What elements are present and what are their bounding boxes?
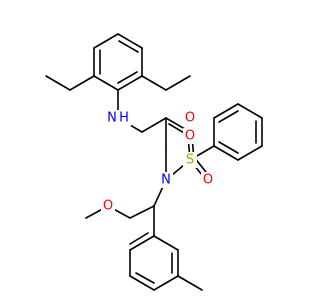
sulfonyl-oxygen-top-label: O	[183, 128, 197, 144]
bond	[177, 275, 203, 291]
bond	[218, 110, 239, 123]
sulfonyl-oxygen-bottom-label: O	[201, 172, 215, 188]
molecule-structure: N H O N S O O O	[45, 33, 263, 291]
sulfur-label: S	[183, 152, 197, 168]
bond	[213, 103, 239, 119]
bond	[153, 235, 179, 251]
bond	[153, 275, 179, 291]
bond	[93, 33, 119, 49]
bond	[69, 75, 95, 91]
sulfonamide-nitrogen-label: N	[159, 172, 173, 188]
bond	[93, 75, 119, 91]
bond	[129, 235, 155, 251]
atom-symbol-n: N	[107, 111, 117, 126]
bond	[129, 275, 155, 291]
bond	[237, 145, 263, 161]
bond	[117, 71, 138, 84]
bond	[135, 272, 155, 284]
atom-symbol-o: O	[185, 129, 195, 144]
bond	[165, 75, 191, 91]
bond	[141, 117, 167, 133]
bond	[118, 40, 139, 53]
atom-symbol-o: O	[185, 111, 195, 126]
amide-nh-label: N H	[105, 110, 131, 126]
bond	[129, 205, 155, 219]
atom-symbol-h: H	[119, 111, 129, 126]
atom-symbol-s: S	[186, 153, 194, 168]
methoxy-oxygen-label: O	[101, 198, 115, 214]
carbonyl-oxygen-label: O	[183, 110, 197, 126]
bond	[213, 145, 239, 161]
bond	[129, 232, 149, 245]
atom-symbol-n: N	[161, 173, 171, 188]
molecule-diagram: N H O N S O O O	[45, 33, 263, 291]
bond	[117, 75, 143, 91]
atom-symbol-o: O	[203, 173, 213, 188]
bond	[218, 141, 239, 154]
bond	[117, 33, 143, 49]
bond	[237, 103, 263, 119]
bond	[45, 75, 71, 91]
bond-layer	[45, 33, 263, 291]
atom-symbol-o: O	[103, 199, 113, 214]
bond	[141, 75, 167, 91]
atom-label-layer: N H O N S O O O	[101, 110, 215, 214]
